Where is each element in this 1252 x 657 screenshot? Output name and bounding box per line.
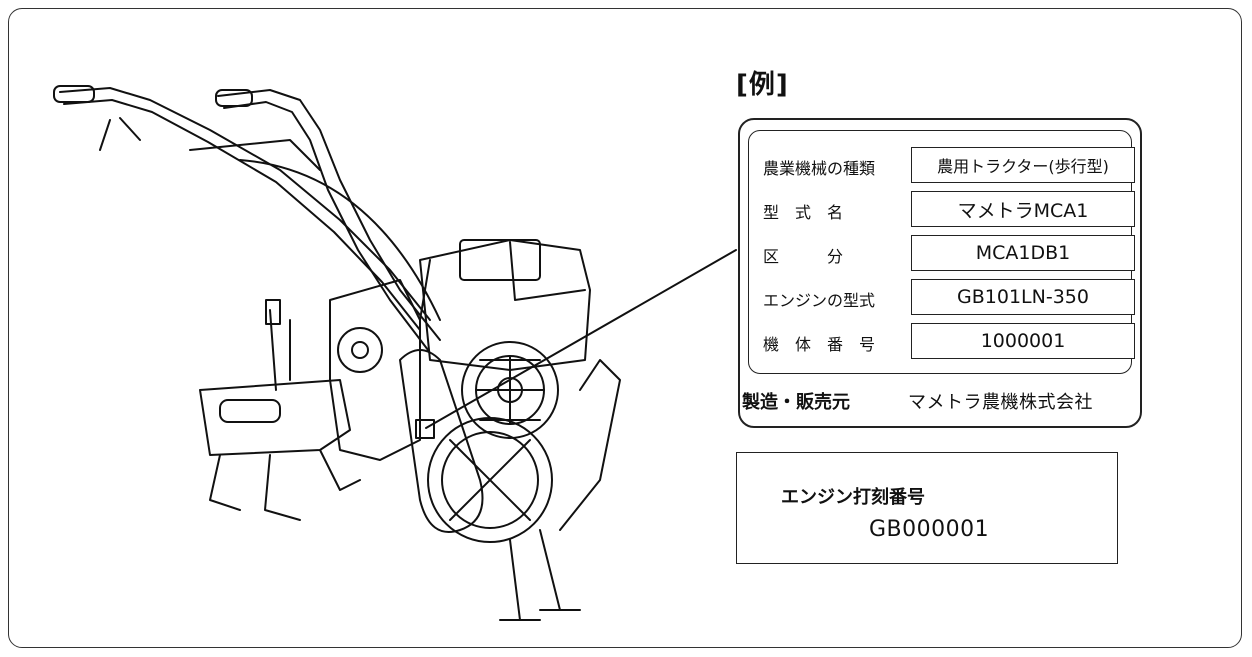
nameplate-row-engine-model: エンジンの型式 GB101LN-350 xyxy=(749,279,1135,315)
row-label: 機 体 番 号 xyxy=(763,335,876,354)
engine-stamp-number: GB000001 xyxy=(869,517,990,542)
maker-label: 製造・販売元 xyxy=(742,392,850,413)
row-value: MCA1DB1 xyxy=(911,235,1135,271)
wheel xyxy=(427,417,553,543)
nameplate-table: 農業機械の種類 農用トラクター(歩行型) 型 式 名 マメトラMCA1 区 分 … xyxy=(748,130,1135,374)
engine-stamp-label: エンジン打刻番号 xyxy=(781,487,925,508)
maker-name: マメトラ農機株式会社 xyxy=(908,392,1093,413)
row-value: マメトラMCA1 xyxy=(911,191,1135,227)
row-value: GB101LN-350 xyxy=(911,279,1135,315)
row-label: 区 分 xyxy=(763,247,844,266)
handlebar-left xyxy=(59,87,431,321)
nameplate-row-class: 区 分 MCA1DB1 xyxy=(749,235,1135,271)
example-heading: [例] xyxy=(736,70,789,100)
tiller-illustration xyxy=(53,85,737,621)
engine xyxy=(419,239,591,371)
row-label: 型 式 名 xyxy=(763,203,844,222)
stand xyxy=(509,359,621,621)
belt-cover xyxy=(399,349,484,533)
nameplate-row-model: 型 式 名 マメトラMCA1 xyxy=(749,191,1135,227)
row-value: 1000001 xyxy=(911,323,1135,359)
nameplate: 農業機械の種類 農用トラクター(歩行型) 型 式 名 マメトラMCA1 区 分 … xyxy=(738,118,1142,428)
row-label: 農業機械の種類 xyxy=(763,159,876,178)
row-label: エンジンの型式 xyxy=(763,291,876,310)
engine-stamp-box: エンジン打刻番号 GB000001 xyxy=(736,452,1118,564)
row-value: 農用トラクター(歩行型) xyxy=(911,147,1135,183)
nameplate-row-type: 農業機械の種類 農用トラクター(歩行型) xyxy=(749,147,1135,183)
nameplate-row-serial: 機 体 番 号 1000001 xyxy=(749,323,1135,359)
document-frame xyxy=(8,8,1242,648)
rotor-cover xyxy=(199,379,351,456)
